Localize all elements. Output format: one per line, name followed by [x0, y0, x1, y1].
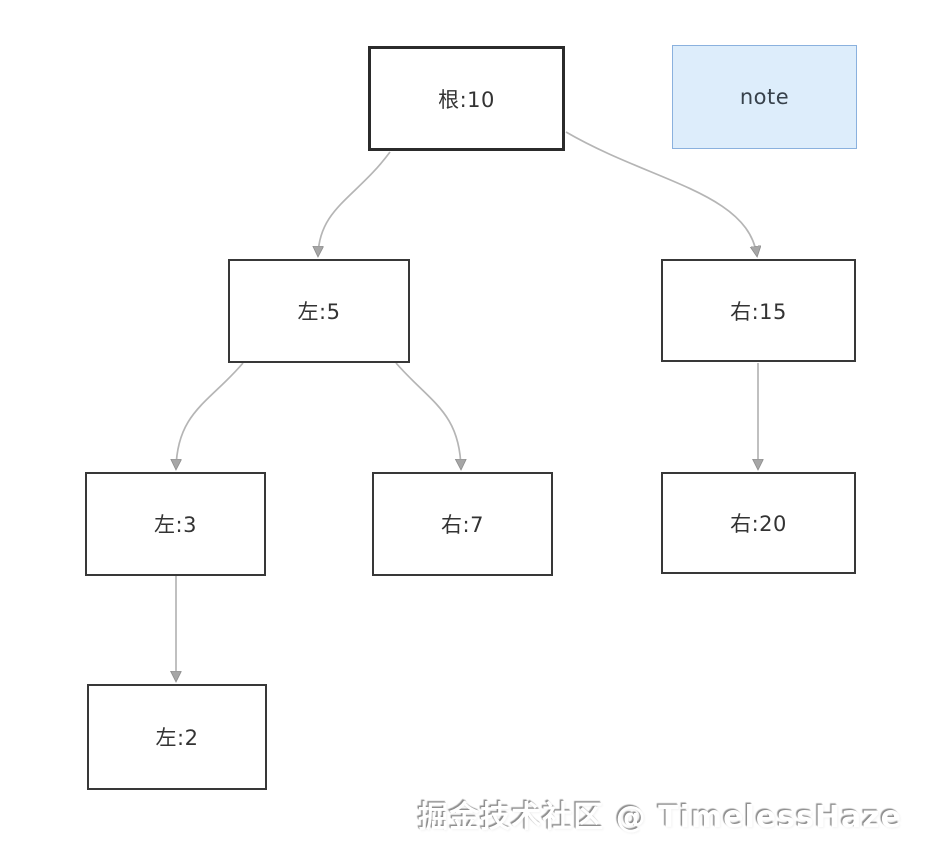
edge-root-to-right15	[565, 131, 757, 256]
tree-node-left2: 左:2	[87, 684, 267, 790]
tree-node-left3: 左:3	[85, 472, 266, 576]
tree-node-right20: 右:20	[661, 472, 856, 574]
edge-left5-to-left3	[176, 362, 244, 469]
watermark-text: 掘金技术社区 @ TimelessHaze	[418, 800, 902, 835]
edge-root-to-left5	[318, 151, 391, 256]
tree-node-left5: 左:5	[228, 259, 410, 363]
tree-node-root: 根:10	[368, 46, 565, 151]
tree-node-right15: 右:15	[661, 259, 856, 362]
tree-node-right7: 右:7	[372, 472, 553, 576]
edge-left5-to-right7	[395, 362, 461, 469]
tree-node-note: note	[672, 45, 857, 149]
